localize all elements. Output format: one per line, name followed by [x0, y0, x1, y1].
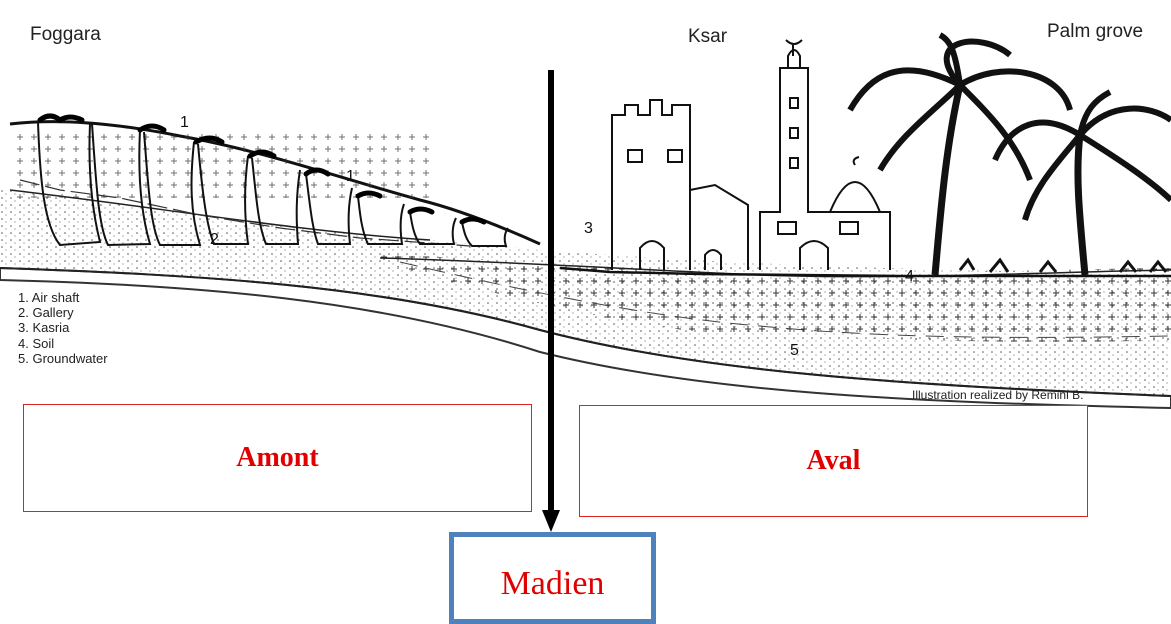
legend-item: 4. Soil [18, 335, 55, 351]
marker-groundwater-5: 5 [790, 342, 799, 359]
legend-item: 5. Groundwater [18, 350, 108, 366]
foggara-label: Foggara [30, 24, 101, 45]
marker-air-shaft-1b: 1 [346, 168, 355, 185]
middle-zone-label: Madien [500, 565, 605, 602]
illustration-credit: Illustration realized by Remini B. [912, 388, 1084, 402]
marker-soil-4: 4 [905, 268, 914, 285]
downstream-zone-label: Aval [806, 445, 861, 476]
marker-air-shaft-1a: 1 [180, 114, 189, 131]
downstream-zone-box: Aval [579, 405, 1088, 517]
palm-grove-label: Palm grove [1047, 21, 1144, 42]
upstream-zone-box: Amont [23, 404, 532, 512]
flow-arrow [542, 70, 560, 532]
legend-item: 3. Kasria [18, 320, 70, 336]
middle-zone-box: Madien [449, 532, 656, 624]
air-shafts [9, 113, 541, 247]
marker-kasria-3: 3 [584, 220, 593, 237]
marker-gallery-2: 2 [210, 231, 219, 248]
legend-item: 1. Air shaft [18, 290, 80, 305]
ksar-label: Ksar [688, 26, 728, 47]
legend: 1. Air shaft 2. Gallery 3. Kasria 4. Soi… [18, 290, 108, 366]
palm-trees [847, 32, 1171, 276]
ksar-buildings [559, 39, 1171, 278]
legend-item: 2. Gallery [18, 305, 74, 321]
upstream-zone-label: Amont [236, 442, 319, 473]
